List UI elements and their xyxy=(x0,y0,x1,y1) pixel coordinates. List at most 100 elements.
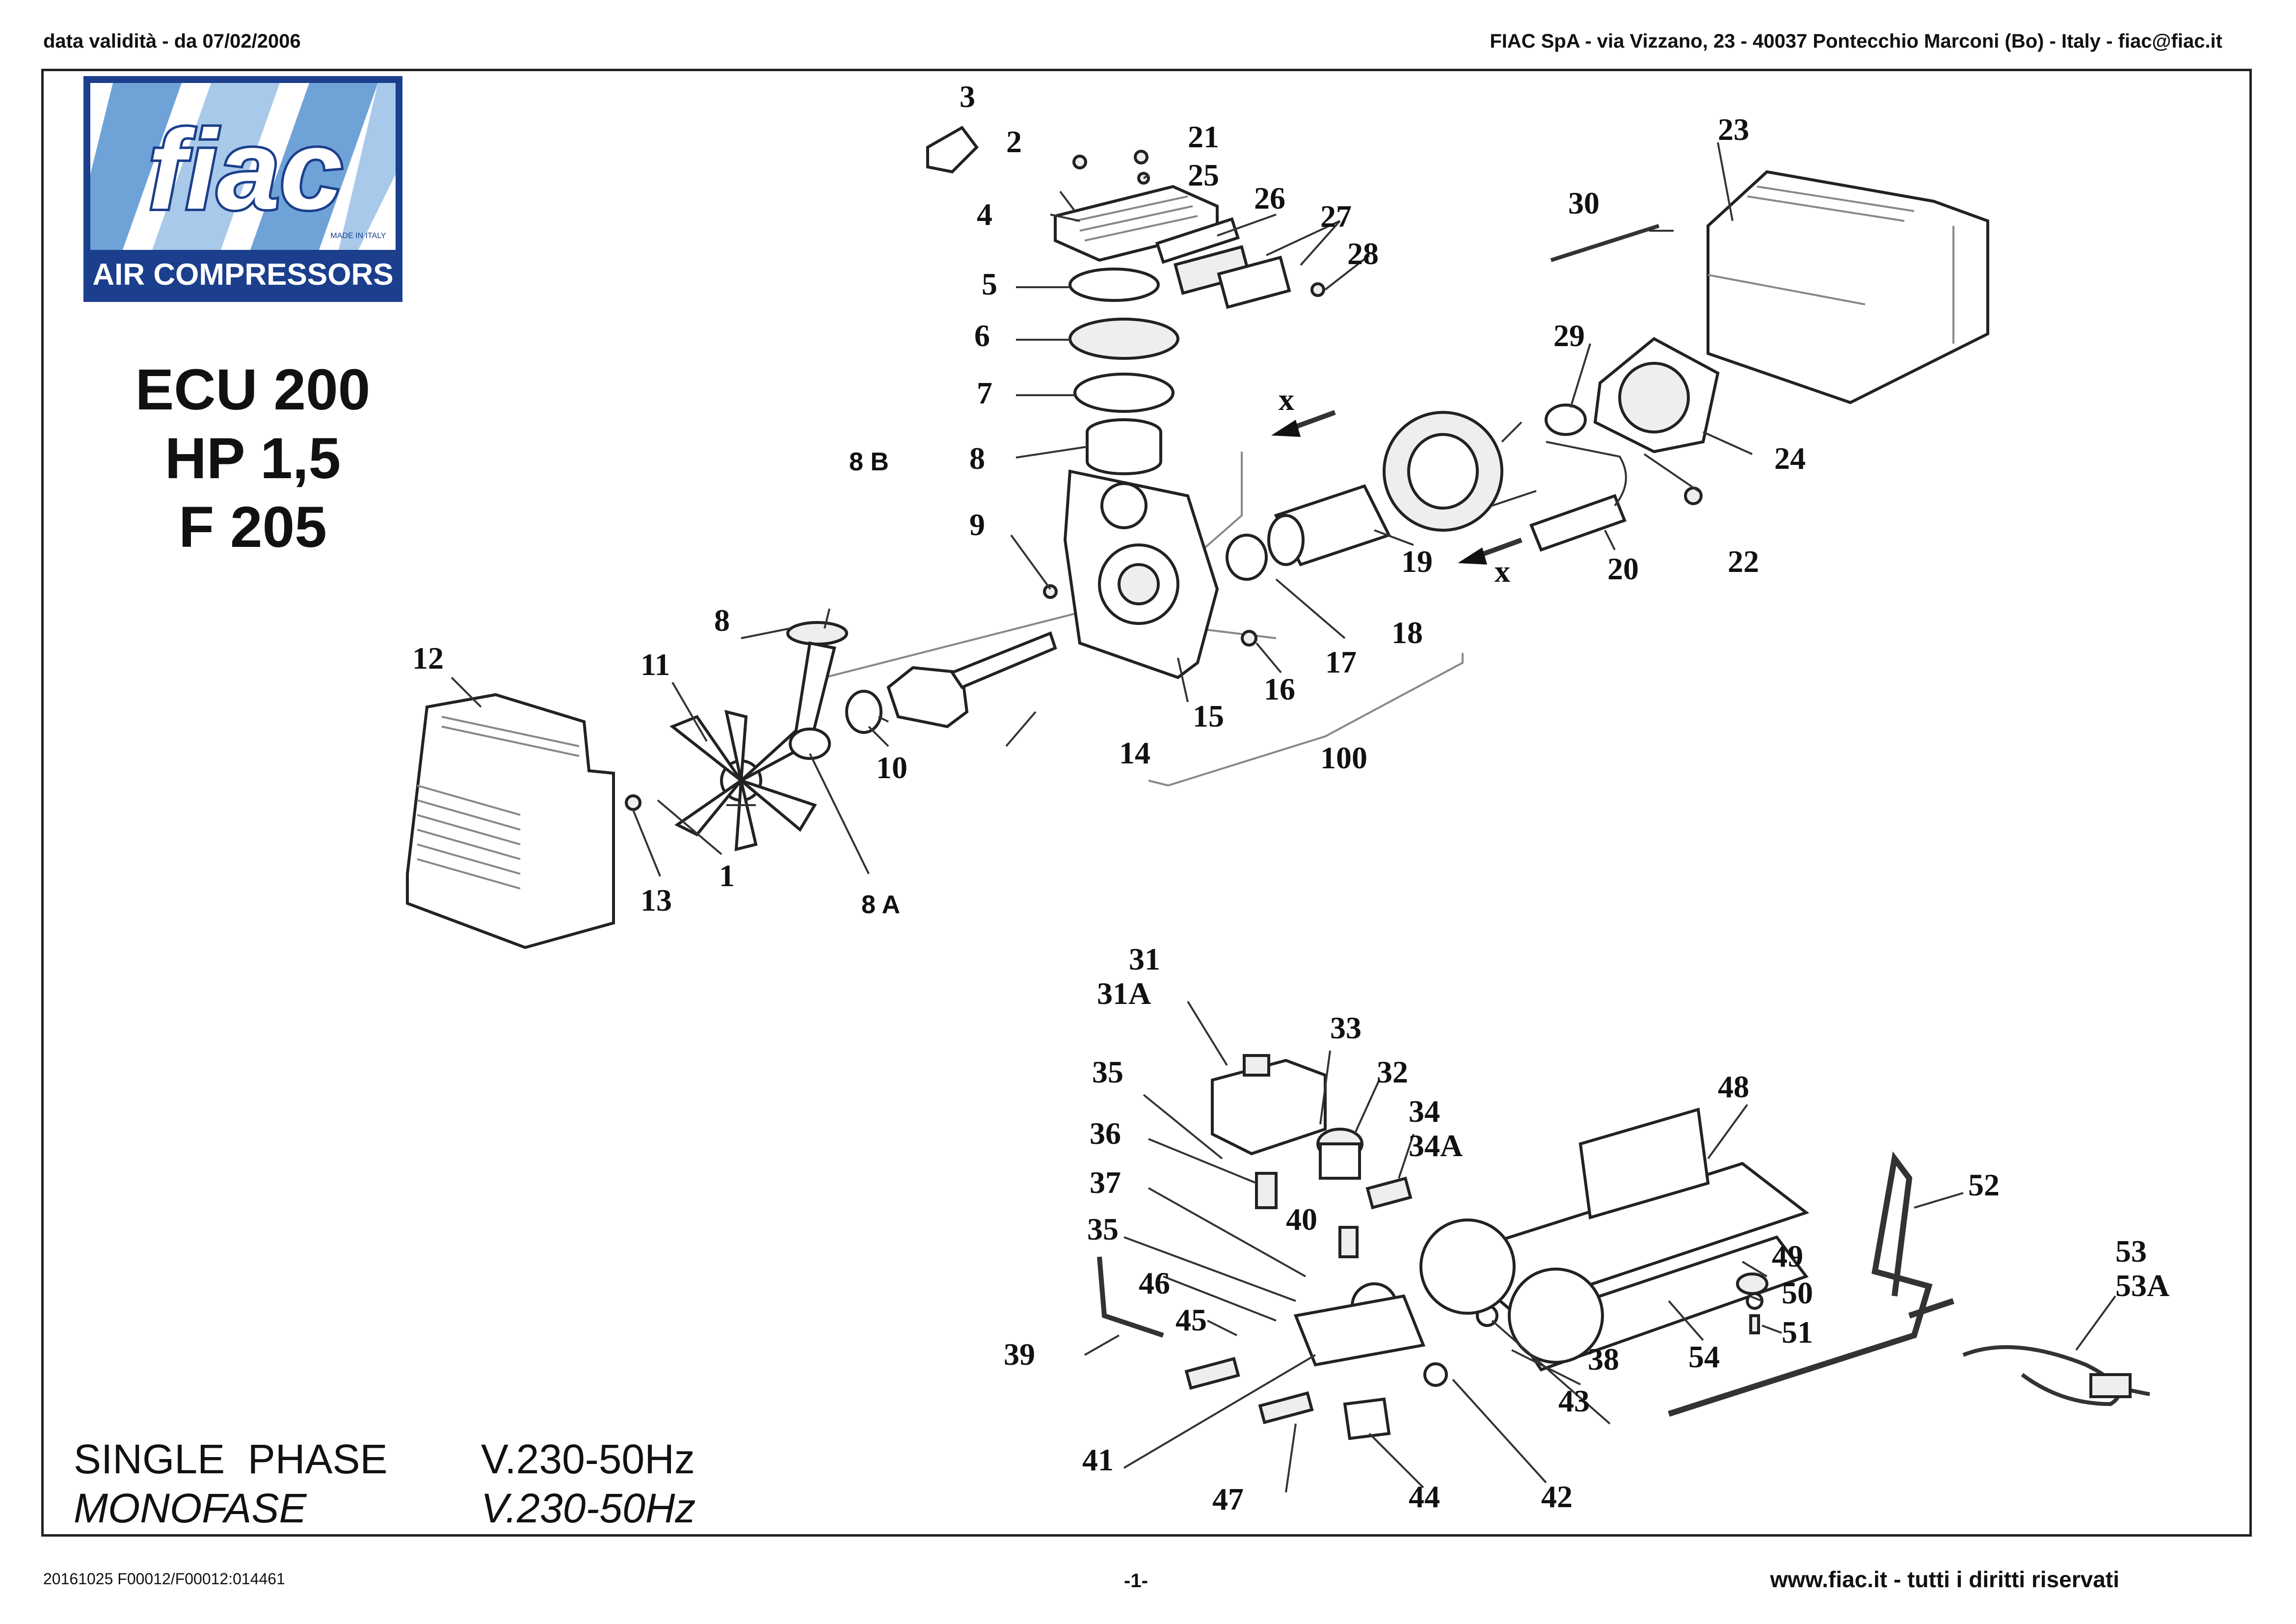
pressure-switch xyxy=(1211,1054,1327,1156)
valve-47 xyxy=(1258,1391,1314,1425)
nut-9 xyxy=(1043,584,1058,599)
fiac-logo: fiac MADE IN ITALY AIR COMPRESSORS xyxy=(83,76,402,302)
fan xyxy=(669,709,817,851)
cylinder-8 xyxy=(1086,418,1162,475)
part-label-8-top: 8 xyxy=(969,441,985,476)
part-label-26: 26 xyxy=(1254,181,1285,216)
arrow-x-bottom-head xyxy=(1458,547,1487,565)
page-number: -1- xyxy=(1124,1570,1148,1592)
part-label-50: 50 xyxy=(1782,1275,1813,1310)
part-label-52: 52 xyxy=(1968,1167,2000,1202)
model-name: ECU 200 xyxy=(135,357,371,422)
model-code: F 205 xyxy=(179,495,327,560)
document-code: 20161025 F00012/F00012:014461 xyxy=(43,1570,285,1588)
logo-brand: fiac xyxy=(148,107,343,233)
part-label-8B: 8 B xyxy=(849,448,889,476)
part-label-31A: 31A xyxy=(1097,976,1151,1011)
connecting-rod xyxy=(786,621,848,760)
gasket-7 xyxy=(1073,373,1175,413)
part-label-33: 33 xyxy=(1330,1010,1362,1045)
part-label-31: 31 xyxy=(1129,942,1160,976)
part-label-42: 42 xyxy=(1541,1479,1573,1514)
part-label-49: 49 xyxy=(1772,1239,1803,1273)
part-label-22: 22 xyxy=(1728,544,1759,579)
phase-value-it: V.230-50Hz xyxy=(481,1485,696,1531)
screw-51 xyxy=(1749,1314,1760,1334)
part-label-10: 10 xyxy=(876,750,908,785)
part-labels: 3 2 21 25 4 26 27 28 5 6 7 8 8 B 9 8 11 … xyxy=(412,79,2169,1516)
twin-tanks xyxy=(1419,1108,1810,1372)
part-label-1: 1 xyxy=(719,858,735,893)
part-label-28: 28 xyxy=(1347,236,1379,271)
screw-2 xyxy=(1072,155,1087,169)
part-label-36: 36 xyxy=(1090,1116,1121,1151)
manifold-41 xyxy=(1293,1294,1426,1367)
model-power: HP 1,5 xyxy=(164,426,341,491)
filter-elbow-3 xyxy=(926,126,979,174)
part-label-16: 16 xyxy=(1264,672,1295,706)
phase-value-en: V.230-50Hz xyxy=(481,1436,695,1482)
nipple-42 xyxy=(1423,1362,1448,1387)
motor-cover xyxy=(1707,170,1989,405)
valve-27b xyxy=(1217,255,1291,309)
nut-16 xyxy=(1241,630,1257,647)
valve-27 xyxy=(1173,245,1252,295)
part-label-37: 37 xyxy=(1090,1165,1121,1200)
valve-plate-6 xyxy=(1068,318,1179,360)
part-label-53: 53 xyxy=(2115,1234,2147,1269)
part-label-4: 4 xyxy=(977,197,992,232)
part-label-34: 34 xyxy=(1409,1094,1440,1129)
bearing-17 xyxy=(1226,534,1268,581)
plug-53 xyxy=(2089,1373,2132,1398)
part-label-46: 46 xyxy=(1139,1266,1170,1300)
rotor xyxy=(1267,484,1391,567)
part-label-100: 100 xyxy=(1320,740,1367,775)
part-label-30: 30 xyxy=(1568,186,1600,220)
part-label-11: 11 xyxy=(641,647,670,682)
tie-rod-30 xyxy=(1550,224,1660,262)
part-label-19: 19 xyxy=(1401,544,1433,579)
part-label-12: 12 xyxy=(412,641,444,676)
part-label-34A: 34A xyxy=(1409,1128,1463,1163)
capacitor xyxy=(1529,494,1627,552)
valve-45 xyxy=(1184,1356,1240,1390)
regulator-32 xyxy=(1316,1128,1363,1180)
part-label-8A: 8 A xyxy=(861,891,900,919)
part-label-45: 45 xyxy=(1175,1302,1207,1337)
part-label-x-top: x xyxy=(1279,382,1294,417)
handle-52 xyxy=(1668,1151,1954,1417)
logo-tagline: AIR COMPRESSORS xyxy=(92,258,393,292)
screw-13 xyxy=(625,794,641,811)
part-label-9: 9 xyxy=(969,507,985,542)
fan-cover xyxy=(406,693,615,949)
logo-made-in: MADE IN ITALY xyxy=(330,232,386,240)
part-label-24: 24 xyxy=(1774,441,1806,476)
part-label-25: 25 xyxy=(1188,158,1219,192)
part-label-6: 6 xyxy=(974,318,990,353)
drawing-frame xyxy=(41,69,2252,1537)
part-label-41: 41 xyxy=(1082,1442,1114,1477)
crankshaft xyxy=(886,631,1057,729)
part-label-27: 27 xyxy=(1320,199,1352,234)
part-label-44: 44 xyxy=(1409,1479,1440,1514)
part-label-7: 7 xyxy=(977,376,992,410)
voltage-line-en: SINGLE PHASE V.230-50Hz xyxy=(74,1436,695,1482)
part-label-38: 38 xyxy=(1588,1342,1619,1377)
part-label-35-bottom: 35 xyxy=(1087,1212,1119,1246)
part-label-2: 2 xyxy=(1006,124,1022,159)
part-label-14: 14 xyxy=(1119,735,1150,770)
part-label-48: 48 xyxy=(1718,1069,1749,1104)
end-shield xyxy=(1593,337,1720,454)
arrow-x-top-head xyxy=(1271,420,1301,437)
part-label-18: 18 xyxy=(1391,615,1423,650)
screw-22 xyxy=(1684,487,1703,505)
part-label-53A: 53A xyxy=(2115,1268,2169,1303)
part-label-8: 8 xyxy=(714,603,730,638)
validity-date: data validità - da 07/02/2006 xyxy=(43,30,301,52)
phase-label-en: SINGLE PHASE xyxy=(74,1436,388,1482)
website-rights: www.fiac.it - tutti i diritti riservati xyxy=(1770,1567,2119,1592)
leader-lines xyxy=(451,142,2116,1493)
part-label-32: 32 xyxy=(1377,1055,1408,1089)
